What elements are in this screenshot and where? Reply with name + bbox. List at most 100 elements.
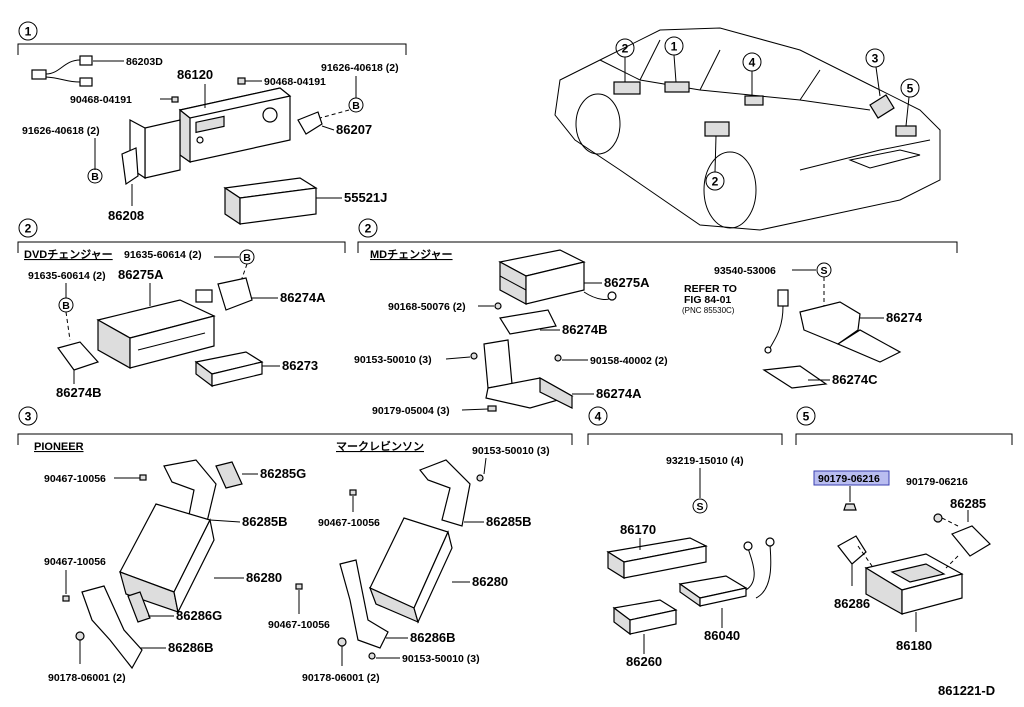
- label-93219-15010: 93219-15010 (4): [666, 455, 744, 467]
- wire-harness-86203d: [31, 55, 93, 87]
- amplifier-86180: [864, 553, 964, 616]
- highlight-box[interactable]: [813, 470, 890, 486]
- car-marker: [865, 48, 885, 68]
- car-marker: [900, 78, 920, 98]
- clip-s-md: S: [820, 265, 827, 277]
- module-86273: [194, 351, 264, 388]
- label-86120: 86120: [177, 67, 213, 82]
- label-86274a-dvd: 86274A: [280, 290, 326, 305]
- bracket-86274b-md: [499, 309, 557, 335]
- section-marker: [358, 218, 378, 238]
- label-91635-60614-top: 91635-60614 (2): [124, 249, 202, 261]
- label-91626-40618-right: 91626-40618 (2): [321, 62, 399, 74]
- label-90467-10056-ml1: 90467-10056: [318, 517, 380, 529]
- rear-wheel: [575, 93, 621, 155]
- section-3: 3 PIONEER マークレビンソン 90467-10056 86285G 86…: [17, 406, 573, 684]
- label-86274a-md: 86274A: [596, 386, 642, 401]
- label-86203d: 86203D: [126, 56, 163, 68]
- bracket-86285-s5: [951, 525, 991, 557]
- section-number: 1: [25, 25, 32, 39]
- cigarette-lighter-socket: [764, 289, 789, 354]
- bracket-86274a-dvd: [217, 277, 253, 311]
- section-marker: [18, 21, 38, 41]
- label-86274b-dvd: 86274B: [56, 385, 102, 400]
- label-90168-50076: 90168-50076 (2): [388, 301, 466, 313]
- section-5: 5 90179-06216 90179-06216 86285 86286 86…: [795, 406, 1013, 653]
- diagram-code: 861221-D: [938, 683, 995, 698]
- label-fig-84-01: FIG 84-01: [684, 294, 731, 306]
- section-caption-md: MDチェンジャー: [370, 248, 453, 261]
- tuner-86170: [606, 537, 708, 580]
- label-90153-50010-md: 90153-50010 (3): [354, 354, 432, 366]
- pad-86285g: [215, 461, 243, 489]
- md-changer-86275a: [498, 249, 617, 306]
- section-4: 4 93219-15010 (4) S 86170 86040: [587, 406, 783, 669]
- bracket-86274a-md: [483, 339, 574, 409]
- clip-b-left: B: [91, 171, 99, 183]
- label-90179-06216-highlighted[interactable]: 90179-06216: [818, 473, 880, 485]
- label-91635-60614-left: 91635-60614 (2): [28, 270, 106, 282]
- label-86273: 86273: [282, 358, 318, 373]
- label-86040: 86040: [704, 628, 740, 643]
- section-marker: [796, 406, 816, 426]
- label-90467-10056-p2: 90467-10056: [44, 556, 106, 568]
- section-2-md: 2 MDチェンジャー 86275A 90168-50076 (2) 86274B…: [354, 218, 958, 417]
- amplifier-86280-ml: [368, 517, 453, 624]
- section-2-dvd: 2 DVDチェンジャー 91635-60614 (2) B 91635-6061…: [17, 218, 346, 400]
- label-90158-40002: 90158-40002 (2): [590, 355, 668, 367]
- label-86208: 86208: [108, 208, 144, 223]
- clip-b-top: B: [243, 252, 251, 264]
- label-86280-p: 86280: [246, 570, 282, 585]
- car-callout-4: 4: [749, 56, 756, 70]
- dvd-changer-86275a: [96, 299, 216, 370]
- label-86285-s5: 86285: [950, 496, 986, 511]
- label-93540-53006: 93540-53006: [714, 265, 776, 277]
- section-caption-pioneer: PIONEER: [34, 441, 84, 453]
- label-86285g: 86285G: [260, 466, 306, 481]
- label-55521j: 55521J: [344, 190, 387, 205]
- section-1: 1 86203D 86120 90468-04191 91626-406: [17, 21, 407, 226]
- car-callout-1: 1: [671, 40, 678, 54]
- label-86260: 86260: [626, 654, 662, 669]
- clip-marker: [87, 168, 103, 184]
- label-90468-04191-right: 90468-04191: [264, 76, 326, 88]
- section-number: 2: [25, 222, 32, 236]
- bracket-86286-s5: [837, 535, 867, 565]
- car-callout-5: 5: [907, 82, 914, 96]
- bracket-86208: [121, 147, 139, 186]
- label-90468-04191-left: 90468-04191: [70, 94, 132, 106]
- car-callout-2-bottom: 2: [712, 175, 719, 189]
- label-pnc-85530c: (PNC 85530C): [682, 306, 735, 315]
- label-90179-05004: 90179-05004 (3): [372, 405, 450, 417]
- label-86274: 86274: [886, 310, 923, 325]
- label-86274b-md: 86274B: [562, 322, 608, 337]
- amplifier-86280-pioneer: [119, 503, 215, 614]
- clip-marker: [692, 498, 708, 514]
- label-86274c: 86274C: [832, 372, 878, 387]
- label-86286b-ml: 86286B: [410, 630, 456, 645]
- label-90153-50010-ml-top: 90153-50010 (3): [472, 445, 550, 457]
- clip-b-right: B: [352, 100, 360, 112]
- section-marker: [588, 406, 608, 426]
- front-wheel: [703, 151, 757, 229]
- label-86180: 86180: [896, 638, 932, 653]
- label-refer-to: REFER TO: [684, 283, 737, 295]
- label-90153-50010-ml-bottom: 90153-50010 (3): [402, 653, 480, 665]
- head-unit-86120: [129, 87, 292, 180]
- bracket-86285b-ml: [419, 459, 471, 527]
- label-86286b-p: 86286B: [168, 640, 214, 655]
- car-callout-2-top: 2: [622, 42, 629, 56]
- clip-s-4: S: [696, 501, 703, 513]
- bracket-86207: [297, 111, 323, 135]
- label-86170: 86170: [620, 522, 656, 537]
- label-90179-06216-right: 90179-06216: [906, 476, 968, 488]
- bracket-86286b-ml: [339, 559, 389, 649]
- label-86275a-dvd: 86275A: [118, 267, 164, 282]
- label-86285b-p: 86285B: [242, 514, 288, 529]
- section-number: 3: [25, 410, 32, 424]
- section-caption-dvd: DVDチェンジャー: [24, 248, 113, 261]
- pad-86274c: [762, 365, 828, 389]
- module-86260: [612, 599, 678, 636]
- label-90467-10056-ml2: 90467-10056: [268, 619, 330, 631]
